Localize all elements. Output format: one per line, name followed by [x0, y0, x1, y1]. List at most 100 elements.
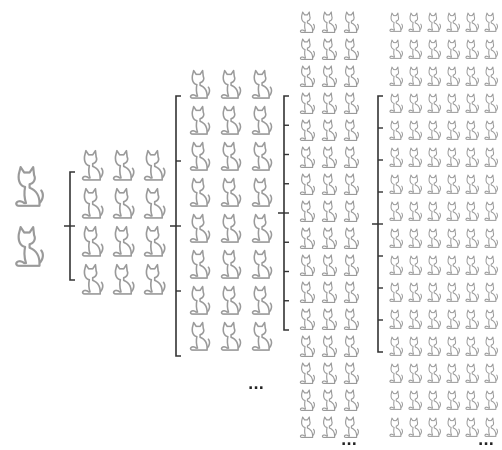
cat-icon: [428, 229, 441, 247]
cat-icon: [447, 121, 460, 139]
cat-icon: [322, 363, 336, 383]
cat-icon: [114, 227, 134, 256]
cat-icon: [322, 12, 336, 32]
cat-icon: [300, 174, 314, 194]
cat-icon: [409, 175, 422, 193]
cat-icon: [466, 391, 479, 409]
ellipsis-gen-4: ...: [478, 434, 494, 448]
cat-icon: [344, 201, 358, 221]
cat-icon: [344, 174, 358, 194]
cat-icon: [485, 13, 498, 31]
cat-icon: [390, 310, 403, 328]
cat-icon: [485, 67, 498, 85]
cat-icon: [300, 93, 314, 113]
cat-icon: [191, 251, 210, 279]
cat-icon: [344, 336, 358, 356]
cat-icon: [222, 107, 241, 135]
cat-icon: [447, 67, 460, 85]
cat-icon: [83, 189, 103, 218]
cat-icon: [466, 418, 479, 436]
cat-icon: [428, 364, 441, 382]
cat-icon: [390, 67, 403, 85]
cat-icon: [390, 202, 403, 220]
cat-icon: [466, 256, 479, 274]
cat-icon: [447, 337, 460, 355]
cat-icon: [300, 201, 314, 221]
cat-icon: [409, 121, 422, 139]
cat-icon: [428, 67, 441, 85]
cat-icon: [390, 175, 403, 193]
cat-icon: [447, 310, 460, 328]
cat-icon: [485, 202, 498, 220]
cat-icon: [114, 151, 134, 180]
cat-icon: [322, 228, 336, 248]
cat-icon: [466, 364, 479, 382]
cat-icon: [300, 309, 314, 329]
cat-icon: [409, 283, 422, 301]
cat-icon: [191, 287, 210, 315]
cat-icon: [322, 282, 336, 302]
cat-icon: [447, 229, 460, 247]
cat-icon: [390, 121, 403, 139]
cat-icon: [428, 40, 441, 58]
cat-icon: [428, 310, 441, 328]
cat-icon: [447, 391, 460, 409]
cat-icon: [191, 179, 210, 207]
cat-icon: [428, 175, 441, 193]
cat-icon: [447, 256, 460, 274]
cat-icon: [83, 151, 103, 180]
cat-icon: [322, 255, 336, 275]
cat-icon: [191, 71, 210, 99]
cat-icon: [145, 265, 165, 294]
cat-icon: [466, 40, 479, 58]
cat-icon: [222, 287, 241, 315]
cat-icon: [83, 227, 103, 256]
cat-icon: [447, 40, 460, 58]
cat-icon: [344, 120, 358, 140]
cat-icon: [300, 12, 314, 32]
cat-icon: [300, 147, 314, 167]
cat-icon: [466, 175, 479, 193]
cat-icon: [253, 143, 272, 171]
cat-icon: [344, 309, 358, 329]
cat-icon: [390, 418, 403, 436]
ellipsis-gen-3: ...: [341, 434, 357, 448]
cat-icon: [409, 94, 422, 112]
cat-icon: [428, 202, 441, 220]
cat-icon: [222, 179, 241, 207]
cat-icon: [409, 418, 422, 436]
cat-icon: [300, 417, 314, 437]
cat-icon: [409, 256, 422, 274]
cat-icon: [322, 93, 336, 113]
cat-icon: [114, 189, 134, 218]
cat-icon: [409, 202, 422, 220]
cat-icon: [145, 227, 165, 256]
cat-icon: [447, 148, 460, 166]
cat-icon: [300, 336, 314, 356]
cat-icon: [428, 283, 441, 301]
cat-icon: [409, 67, 422, 85]
cat-icon: [409, 364, 422, 382]
cat-icon: [344, 255, 358, 275]
cat-icon: [409, 310, 422, 328]
cat-icon: [485, 310, 498, 328]
cat-icon: [428, 256, 441, 274]
cat-icon: [191, 107, 210, 135]
cat-icon: [222, 215, 241, 243]
cat-icon: [485, 283, 498, 301]
cat-icon: [390, 229, 403, 247]
cat-icon: [191, 143, 210, 171]
cat-icon: [222, 251, 241, 279]
cat-icon: [344, 228, 358, 248]
cat-icon: [300, 255, 314, 275]
cat-icon: [322, 336, 336, 356]
cat-icon: [253, 323, 272, 351]
cat-icon: [390, 283, 403, 301]
cat-icon: [390, 40, 403, 58]
cat-icon: [485, 337, 498, 355]
cat-icon: [344, 93, 358, 113]
cat-icon: [466, 310, 479, 328]
cat-icon: [16, 167, 43, 206]
cat-icon: [322, 66, 336, 86]
cat-icon: [322, 147, 336, 167]
